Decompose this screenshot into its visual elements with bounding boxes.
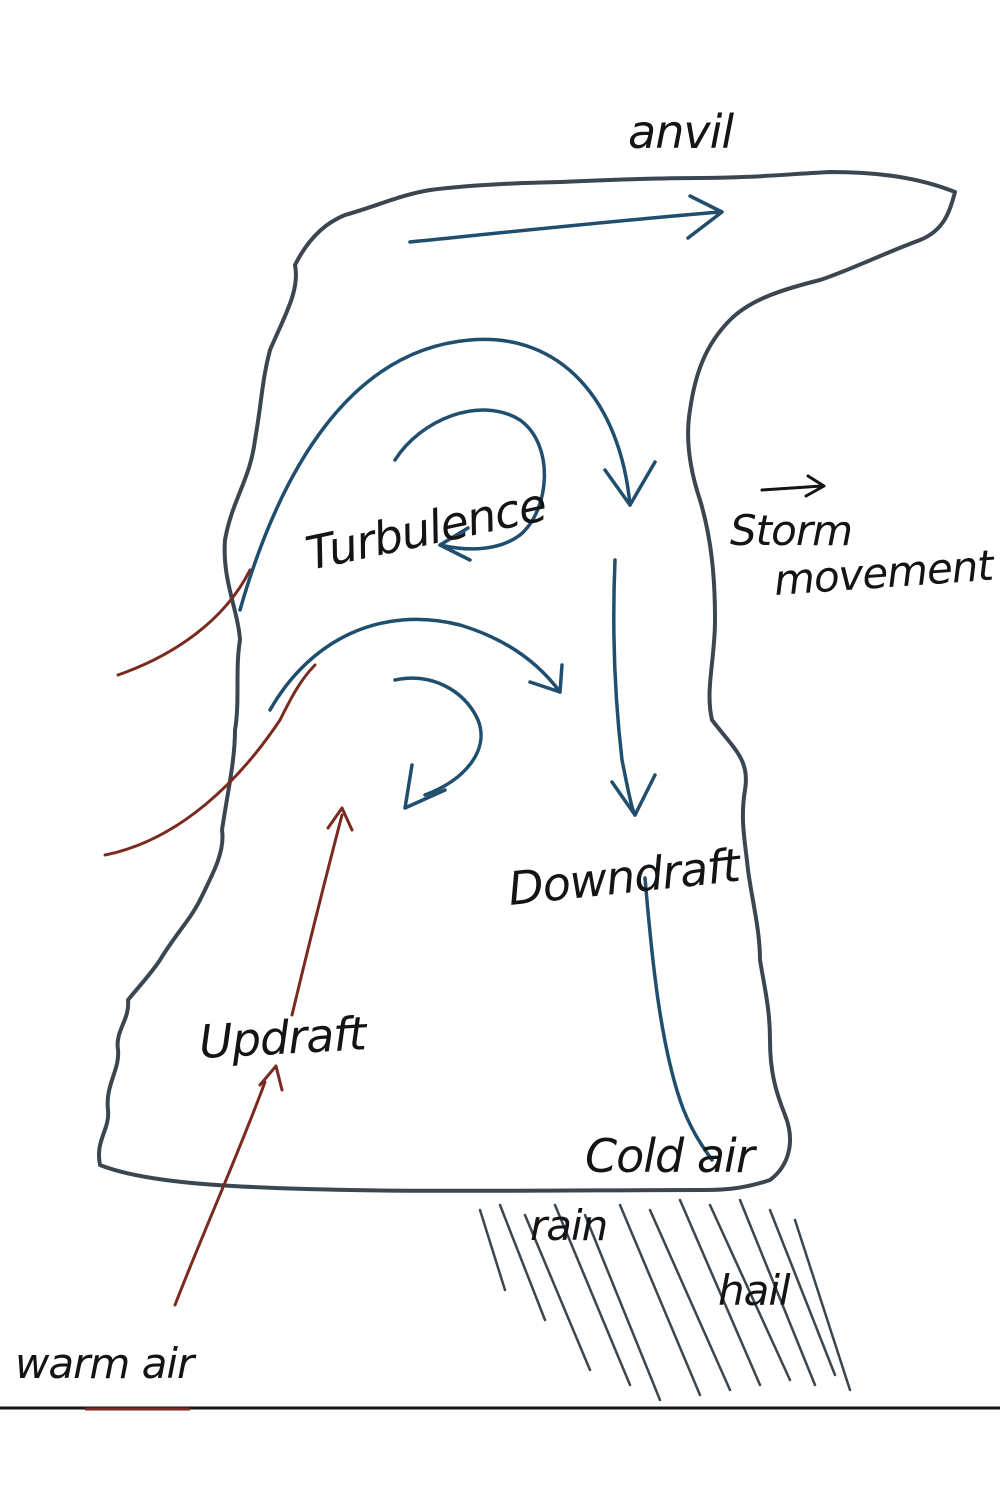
lower-swirl: [393, 676, 483, 797]
lower-circulation-arrow: [268, 617, 562, 712]
cold-air-descent: [643, 876, 714, 1162]
upper-circulation-arrow-head: [603, 460, 657, 507]
cloud-outline: [96, 170, 957, 1193]
warm-inflow-upper: [116, 568, 252, 677]
updraft-arrow-lower: [173, 1080, 267, 1307]
precipitation-streaks: [478, 1198, 852, 1402]
label-anvil: anvil: [628, 105, 734, 159]
storm-movement-arrow-head: [804, 474, 826, 498]
turbulence-swirl: [393, 408, 547, 551]
updraft-arrow-lower-head: [258, 1064, 284, 1092]
rain-streak: [523, 1213, 592, 1372]
rain-streak: [738, 1198, 817, 1387]
rain-streak: [768, 1208, 837, 1377]
anvil-arrow-head: [686, 194, 724, 240]
rain-streak: [793, 1218, 852, 1392]
rain-streak: [478, 1208, 507, 1292]
label-rain: rain: [530, 1201, 607, 1250]
updraft-arrow-upper-head: [326, 806, 354, 832]
rain-streak: [708, 1203, 792, 1382]
label-warm-air: warm air: [15, 1339, 197, 1388]
label-turbulence: Turbulence: [301, 477, 551, 580]
label-cold-air: Cold air: [585, 1129, 758, 1183]
rain-streak: [583, 1213, 662, 1402]
label-hail: hail: [718, 1266, 791, 1315]
storm-movement-arrow: [760, 484, 824, 492]
upper-circulation-arrow: [238, 337, 632, 612]
label-updraft: Updraft: [198, 1006, 370, 1069]
warm-inflow-lower: [103, 663, 317, 857]
turbulence-swirl-head: [438, 526, 472, 562]
rain-streak: [553, 1203, 632, 1387]
rain-streak: [648, 1208, 732, 1392]
lower-circulation-arrow-head: [528, 663, 564, 694]
label-downdraft: Downdraft: [506, 838, 745, 916]
label-storm-movement-line1: Storm: [730, 506, 852, 555]
updraft-arrow-upper: [290, 813, 344, 1017]
rain-streak: [498, 1203, 547, 1322]
anvil-arrow: [408, 210, 722, 244]
rain-streak: [618, 1203, 702, 1397]
downdraft-arrow: [612, 558, 637, 817]
lower-swirl-head: [403, 763, 447, 810]
downdraft-arrow-head: [610, 773, 657, 817]
rain-streak: [678, 1198, 762, 1387]
